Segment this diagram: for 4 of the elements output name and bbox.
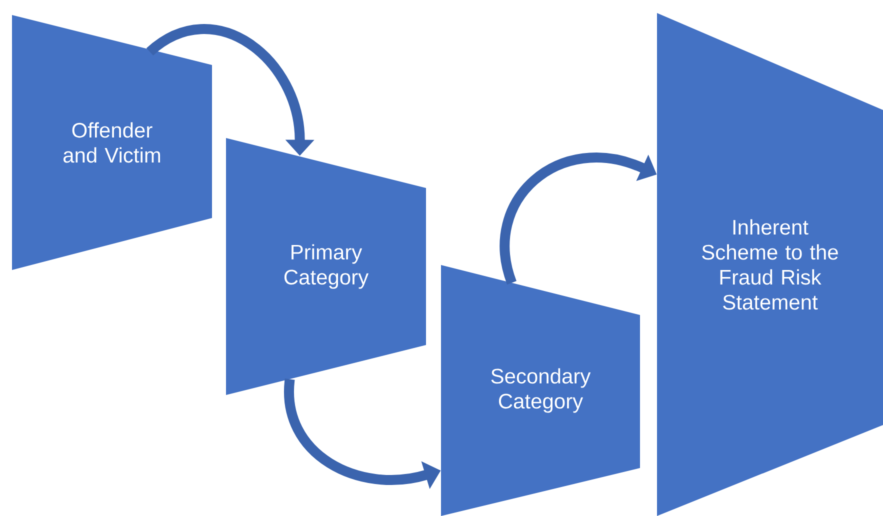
trapezoid-box: Offender and Victim — [12, 15, 212, 270]
trapezoid-box: Inherent Scheme to the Fraud Risk Statement — [657, 13, 883, 516]
trapezoid-box: Primary Category — [226, 138, 426, 395]
trapezoid-box: Secondary Category — [441, 265, 640, 516]
